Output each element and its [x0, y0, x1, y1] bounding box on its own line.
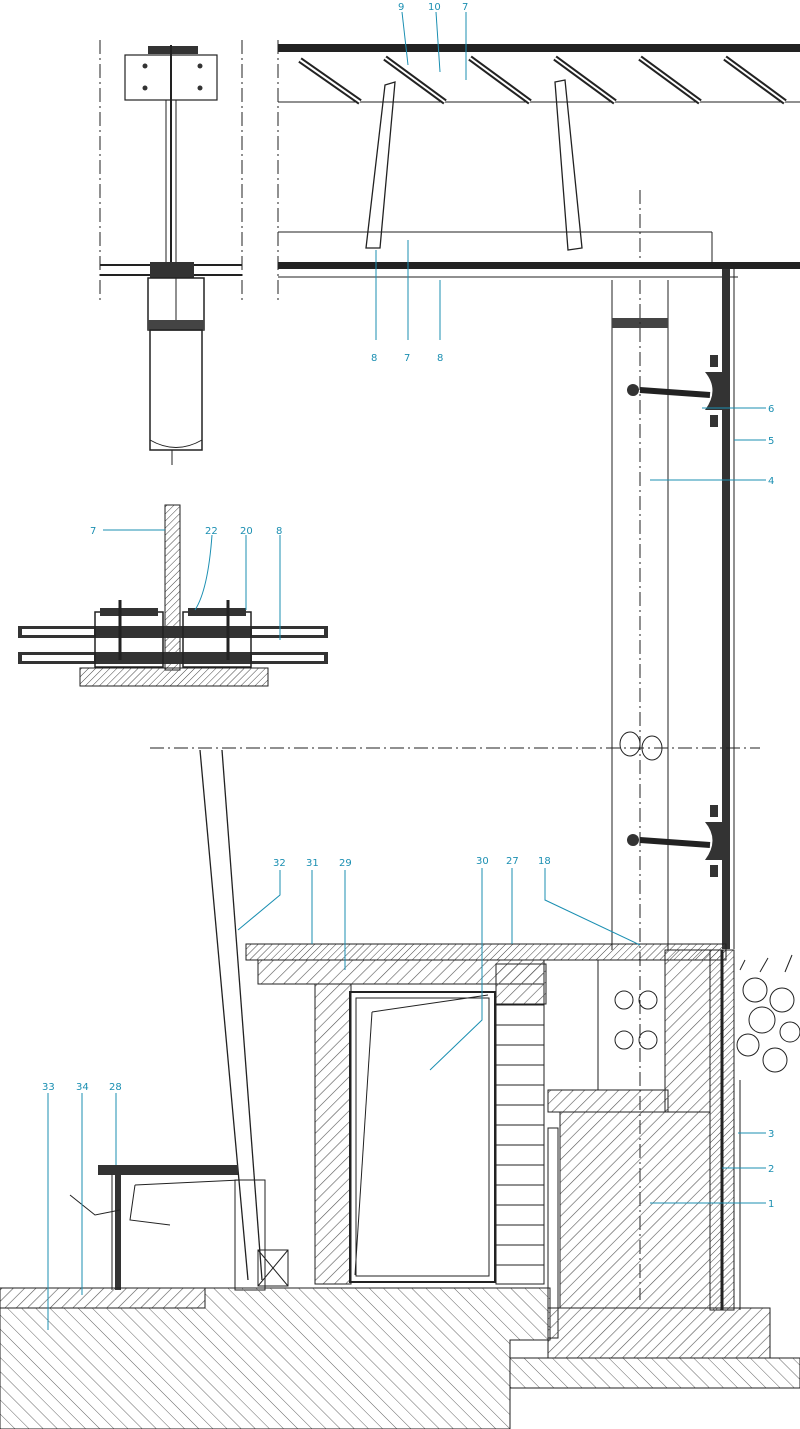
callout-30: 30 — [476, 856, 489, 867]
callout-18: 18 — [538, 856, 551, 867]
callout-labels: 9 10 7 8 7 8 6 5 4 7 22 20 8 32 31 29 30… — [42, 2, 774, 1210]
mullion-detail — [18, 504, 328, 687]
callout-8b-mid: 8 — [437, 353, 443, 364]
callout-7-top: 7 — [462, 2, 468, 13]
stair-treads — [496, 1004, 544, 1266]
callout-7-mid: 7 — [404, 353, 410, 364]
gravel-fill — [736, 954, 800, 1073]
callout-9-top: 9 — [398, 2, 404, 13]
callout-31: 31 — [306, 858, 319, 869]
spider-fixing-lower — [627, 805, 722, 877]
callout-5-right: 5 — [768, 436, 774, 447]
spider-fixing-upper — [627, 355, 722, 427]
top-left-column-detail — [99, 40, 243, 465]
callout-2: 2 — [768, 1164, 774, 1175]
callout-1: 1 — [768, 1199, 774, 1210]
lower-section — [0, 749, 800, 1429]
callout-22-detail: 22 — [205, 526, 218, 537]
callout-8-mid: 8 — [371, 353, 377, 364]
callout-7-detail: 7 — [90, 526, 96, 537]
callout-20-detail: 20 — [240, 526, 253, 537]
callout-leaders — [47, 11, 766, 1330]
callout-8-detail: 8 — [276, 526, 282, 537]
callout-34: 34 — [76, 1082, 89, 1093]
callout-28: 28 — [109, 1082, 122, 1093]
roof-section — [277, 40, 800, 300]
callout-3: 3 — [768, 1129, 774, 1140]
callout-29: 29 — [339, 858, 352, 869]
roof-louvers — [298, 55, 787, 105]
callout-10-top: 10 — [428, 2, 441, 13]
callout-33: 33 — [42, 1082, 55, 1093]
callout-6-right: 6 — [768, 404, 774, 415]
callout-32: 32 — [273, 858, 286, 869]
callout-27: 27 — [506, 856, 519, 867]
callout-4-right: 4 — [768, 476, 774, 487]
